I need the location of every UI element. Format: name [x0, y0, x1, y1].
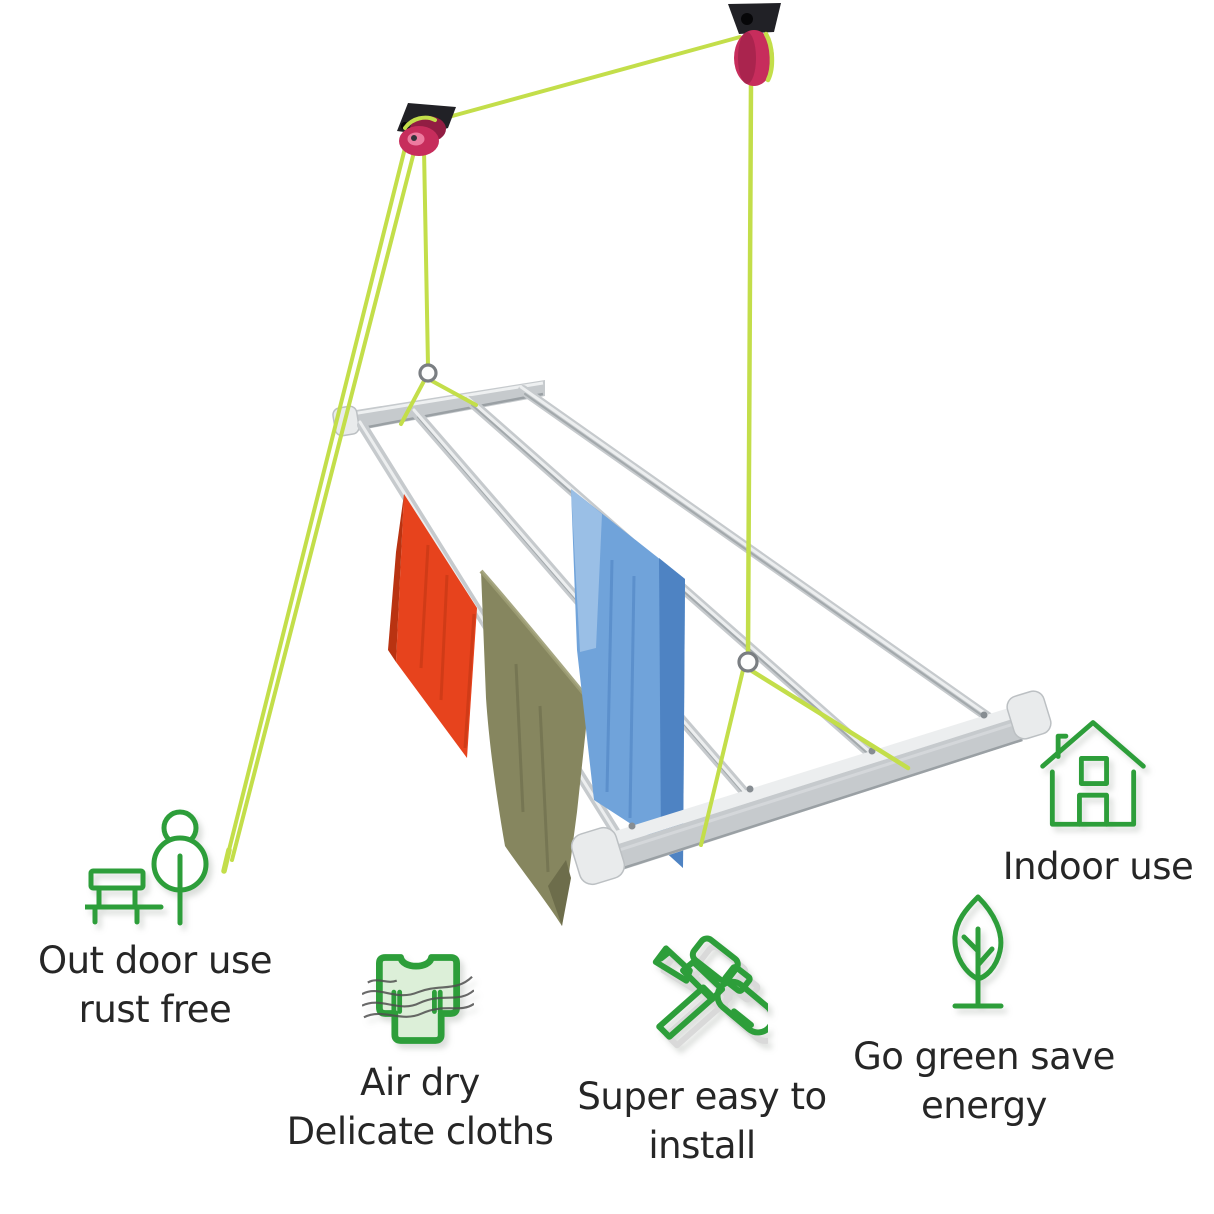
feature-text-line: energy [921, 1084, 1047, 1127]
rope-bridle-left-1 [399, 379, 426, 426]
feature-text-line: install [648, 1124, 756, 1167]
hanging-ring-left [418, 363, 438, 383]
left-pulley [397, 103, 456, 156]
feature-label-install: Super easy to install [552, 1072, 852, 1170]
rope-haul-b [230, 150, 416, 862]
tools-icon [652, 935, 768, 1049]
cloth-blue [571, 489, 685, 868]
shirt-airflow-icon [362, 954, 474, 1044]
rope-left-drop [422, 147, 430, 368]
rope-bridle-left-2 [430, 379, 478, 407]
rope-bridle-right-2 [749, 668, 911, 771]
feature-label-indoor: Indoor use [978, 842, 1214, 891]
feature-label-air-dry: Air dry Delicate cloths [270, 1058, 570, 1156]
rope-bridle-right-1 [699, 668, 745, 847]
bench-tree-icon [85, 809, 209, 926]
leaf-icon [952, 894, 1004, 1009]
house-icon [1040, 720, 1146, 827]
feature-text-line: Delicate cloths [286, 1110, 554, 1153]
hanging-ring-right [737, 651, 759, 673]
feature-text-line: Out door use [37, 939, 273, 982]
cloth-olive [479, 569, 591, 926]
rope-haul-tail [221, 847, 232, 874]
feature-label-outdoor: Out door use rust free [25, 936, 285, 1034]
feature-text-line: Super easy to [577, 1075, 827, 1118]
feature-text-line: Go green save [853, 1035, 1115, 1078]
feature-text-line: rust free [78, 988, 232, 1031]
feature-text-line: Indoor use [1002, 845, 1194, 888]
right-pulley [728, 3, 781, 86]
feature-label-go-green: Go green save energy [834, 1032, 1134, 1130]
cloth-red [388, 494, 477, 758]
rope-haul-a [225, 146, 407, 860]
feature-text-line: Air dry [360, 1061, 480, 1104]
rope-span [432, 35, 742, 123]
rope-right-drop [745, 81, 754, 657]
pulley-rope-system [221, 35, 911, 874]
